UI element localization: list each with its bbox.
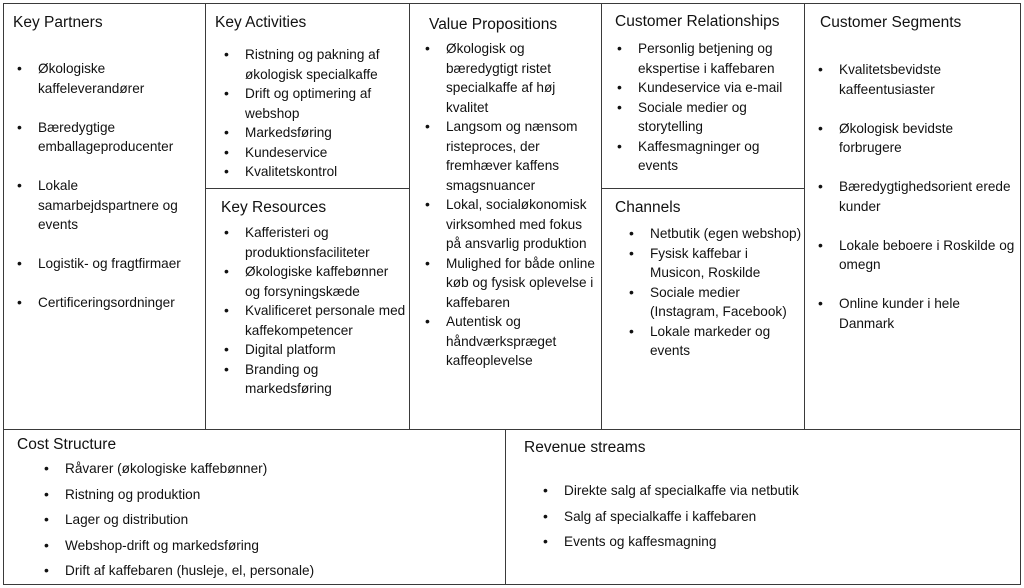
list-item: Kafferisteri og produktionsfaciliteter — [224, 223, 407, 262]
list-item: Salg af specialkaffe i kaffebaren — [543, 504, 1004, 530]
key-resources-title: Key Resources — [221, 199, 327, 216]
channels-section: Channels Netbutik (egen webshop) Fysisk … — [601, 188, 805, 430]
list-item: Kaffesmagninger og events — [617, 137, 802, 176]
list-item: Markedsføring — [224, 123, 405, 143]
list-item: Branding og markedsføring — [224, 360, 407, 399]
list-item: Kundeservice — [224, 143, 405, 163]
list-item: Kvalificeret personale med kaffekompeten… — [224, 301, 407, 340]
revenue-streams-section: Revenue streams Direkte salg af specialk… — [505, 429, 1021, 585]
list-item: Lokale beboere i Roskilde og omegn — [818, 236, 1017, 275]
list-item: Sociale medier og storytelling — [617, 98, 802, 137]
revenue-streams-title: Revenue streams — [524, 439, 646, 456]
channels-title: Channels — [615, 199, 681, 216]
list-item: Online kunder i hele Danmark — [818, 294, 1017, 333]
list-item: Autentisk og håndværkspræget kaffeopleve… — [425, 312, 599, 371]
cost-structure-title: Cost Structure — [17, 436, 117, 453]
list-item: Direkte salg af specialkaffe via netbuti… — [543, 478, 1004, 504]
key-resources-list: Kafferisteri og produktionsfaciliteter Ø… — [224, 223, 407, 399]
key-activities-title: Key Activities — [215, 14, 307, 31]
list-item: Økologiske kaffebønner og forsyningskæde — [224, 262, 407, 301]
customer-relationships-section: Customer Relationships Personlig betjeni… — [601, 3, 805, 189]
list-item: Lokale markeder og events — [629, 322, 802, 361]
list-item: Økologisk bevidste forbrugere — [818, 119, 1017, 158]
list-item: Webshop-drift og markedsføring — [44, 533, 495, 559]
revenue-streams-list: Direkte salg af specialkaffe via netbuti… — [543, 478, 1004, 555]
value-propositions-list: Økologisk og bæredygtigt ristet specialk… — [425, 39, 599, 371]
customer-relationships-title: Customer Relationships — [615, 13, 780, 30]
list-item: Ristning og produktion — [44, 482, 495, 508]
list-item: Bæredygtighedsorient erede kunder — [818, 177, 1017, 216]
customer-segments-title: Customer Segments — [820, 14, 962, 31]
channels-list: Netbutik (egen webshop) Fysisk kaffebar … — [629, 224, 802, 361]
list-item: Lokal, socialøkonomisk virksomhed med fo… — [425, 195, 599, 254]
list-item: Kundeservice via e-mail — [617, 78, 802, 98]
list-item: Logistik- og fragtfirmaer — [17, 254, 200, 274]
list-item: Fysisk kaffebar i Musicon, Roskilde — [629, 244, 802, 283]
key-partners-section: Key Partners Økologiske kaffeleverandøre… — [3, 3, 206, 430]
list-item: Mulighed for både online køb og fysisk o… — [425, 254, 599, 313]
list-item: Kvalitetsbevidste kaffeentusiaster — [818, 60, 1017, 99]
customer-relationships-list: Personlig betjening og ekspertise i kaff… — [617, 39, 802, 176]
list-item: Lager og distribution — [44, 507, 495, 533]
list-item: Digital platform — [224, 340, 407, 360]
customer-segments-list: Kvalitetsbevidste kaffeentusiaster Økolo… — [818, 60, 1017, 333]
value-propositions-section: Value Propositions Økologisk og bæredygt… — [409, 3, 602, 430]
list-item: Råvarer (økologiske kaffebønner) — [44, 456, 495, 482]
list-item: Drift af kaffebaren (husleje, el, person… — [44, 558, 495, 584]
list-item: Økologisk og bæredygtigt ristet specialk… — [425, 39, 599, 117]
list-item: Netbutik (egen webshop) — [629, 224, 802, 244]
list-item: Drift og optimering af webshop — [224, 84, 405, 123]
list-item: Personlig betjening og ekspertise i kaff… — [617, 39, 802, 78]
list-item: Langsom og nænsom risteproces, der fremh… — [425, 117, 599, 195]
list-item: Kvalitetskontrol — [224, 162, 405, 182]
value-propositions-title: Value Propositions — [429, 16, 558, 33]
list-item: Ristning og pakning af økologisk special… — [224, 45, 405, 84]
key-partners-title: Key Partners — [13, 14, 103, 31]
cost-structure-list: Råvarer (økologiske kaffebønner) Ristnin… — [44, 456, 495, 584]
customer-segments-section: Customer Segments Kvalitetsbevidste kaff… — [804, 3, 1021, 430]
list-item: Økologiske kaffeleverandører — [17, 59, 200, 98]
key-activities-section: Key Activities Ristning og pakning af øk… — [205, 3, 410, 189]
key-resources-section: Key Resources Kafferisteri og produktion… — [205, 188, 410, 430]
list-item: Sociale medier (Instagram, Facebook) — [629, 283, 802, 322]
cost-structure-section: Cost Structure Råvarer (økologiske kaffe… — [3, 429, 506, 585]
key-activities-list: Ristning og pakning af økologisk special… — [224, 45, 405, 182]
list-item: Certificeringsordninger — [17, 293, 200, 313]
key-partners-list: Økologiske kaffeleverandører Bæredygtige… — [17, 59, 200, 313]
list-item: Events og kaffesmagning — [543, 529, 1004, 555]
list-item: Bæredygtige emballageproducenter — [17, 118, 200, 157]
list-item: Lokale samarbejdspartnere og events — [17, 176, 200, 235]
